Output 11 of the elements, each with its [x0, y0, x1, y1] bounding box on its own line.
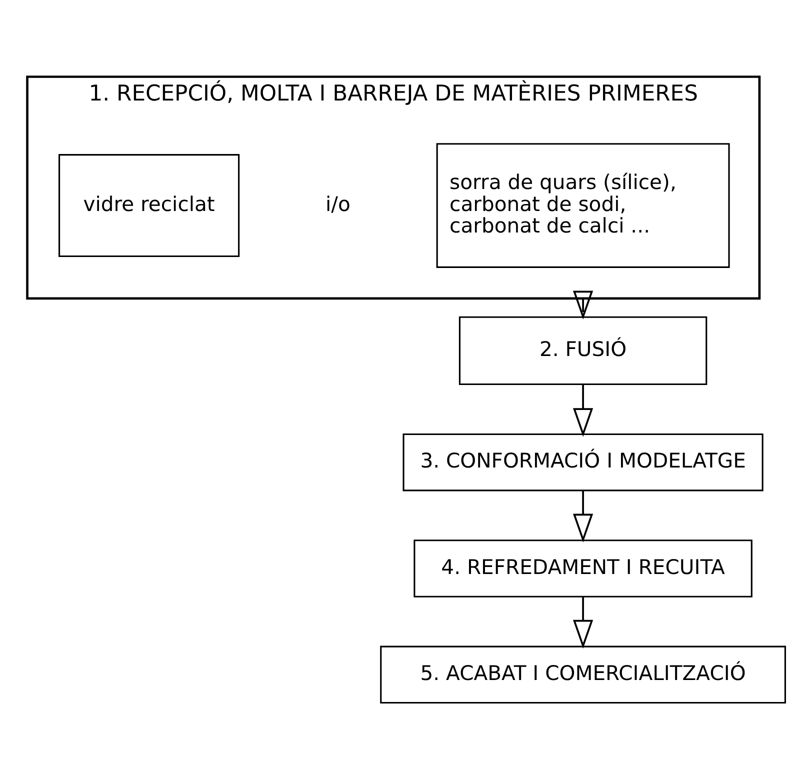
arrow [572, 490, 594, 543]
node-box: 3. CONFORMACIÓ I MODELATGE [402, 433, 764, 492]
node-box: 5. ACABAT I COMERCIALITZACIÓ [380, 646, 786, 704]
node-box: sorra de quars (sílice), carbonat de sodi, carbonat de calci ... [436, 143, 730, 268]
arrow [572, 597, 594, 649]
arrow [572, 384, 594, 437]
label: i/o [326, 192, 350, 216]
node-box: vidre reciclat [58, 154, 240, 258]
arrow [572, 290, 594, 320]
node-box: 4. REFREDAMENT I RECUITA [414, 540, 752, 598]
node-box: 2. FUSIÓ [458, 316, 708, 386]
